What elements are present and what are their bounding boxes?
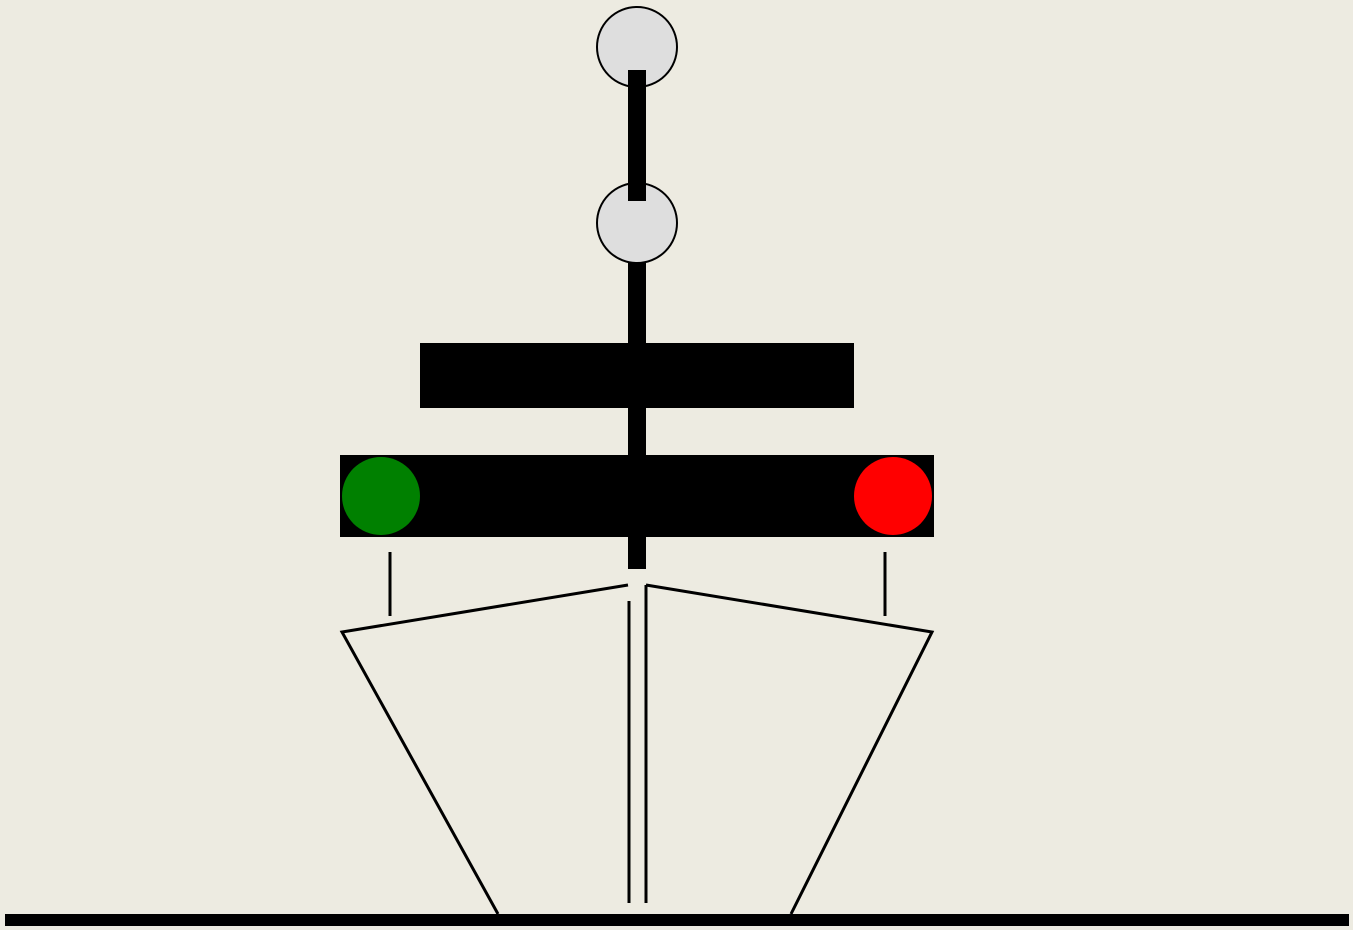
- port-sidelight: [854, 457, 932, 535]
- hull-right: [645, 583, 935, 915]
- waterline: [5, 914, 1349, 926]
- bridge-block: [420, 343, 854, 408]
- upper-mast: [628, 70, 646, 201]
- upper-mast-bottom: [628, 183, 646, 201]
- hull-left: [339, 583, 629, 915]
- upper-mast-top: [628, 70, 646, 90]
- deckhouse-block: [340, 455, 934, 537]
- starboard-sidelight: [342, 457, 420, 535]
